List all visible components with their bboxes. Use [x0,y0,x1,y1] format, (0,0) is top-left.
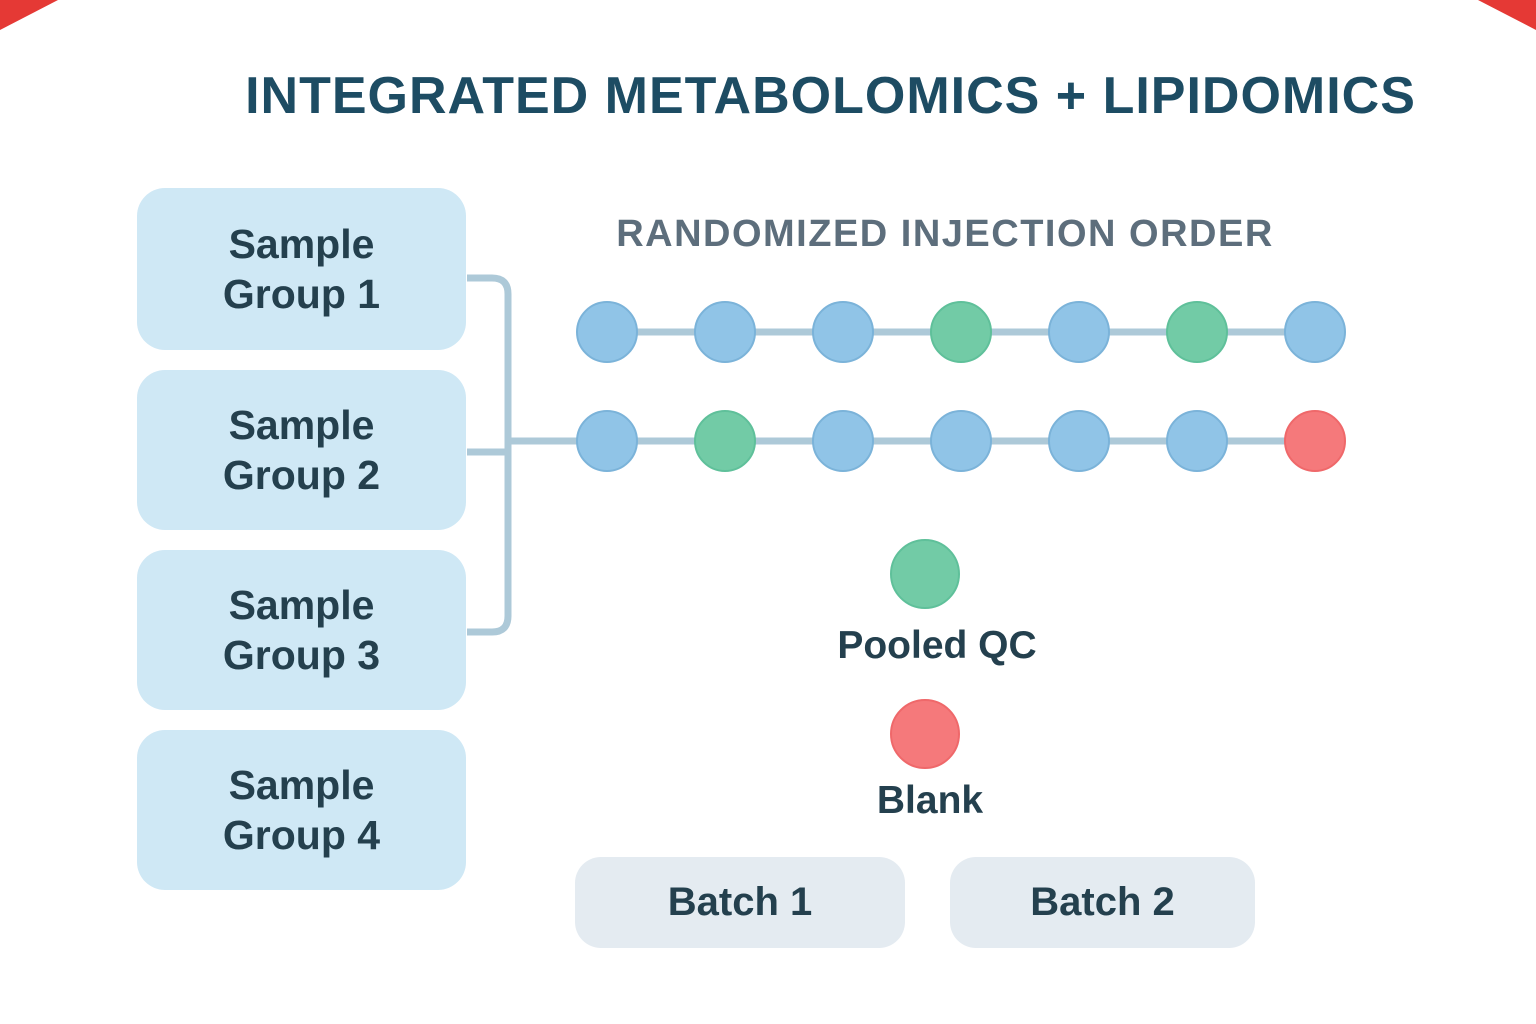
injection-dot-sample [576,301,638,363]
batch-2-label: Batch 2 [1030,880,1175,924]
batch-2-box: Batch 2 [950,857,1255,948]
batch-1-label: Batch 1 [667,880,813,924]
injection-dot-sample [576,410,638,472]
injection-dot-sample [812,301,874,363]
batch-1-box: Batch 1 [575,857,905,948]
sample-group-label-1: Sample Group 1 [222,221,381,317]
injection-dot-qc [930,301,992,363]
blank-dot-icon [890,699,960,769]
injection-dot-sample [1048,301,1110,363]
injection-dot-qc [1166,301,1228,363]
blank-label: Blank [876,779,984,822]
injection-dots [576,301,1346,472]
injection-dot-qc [694,410,756,472]
injection-dot-sample [1284,301,1346,363]
sample-group-box-4: Sample Group 4 [137,730,466,890]
injection-dot-sample [812,410,874,472]
sample-group-label-3: Sample Group 3 [222,582,381,678]
sample-group-box-3: Sample Group 3 [137,550,466,710]
sample-group-label-2: Sample Group 2 [222,402,381,498]
injection-order-heading: RANDOMIZED INJECTION ORDER [616,213,1274,255]
group-bracket-connector [467,274,512,636]
pooled-qc-dot-icon [890,539,960,609]
injection-dot-sample [694,301,756,363]
injection-dot-sample [930,410,992,472]
page-title: INTEGRATED METABOLOMICS + LIPIDOMICS [245,67,1416,125]
sample-group-box-2: Sample Group 2 [137,370,466,530]
injection-dot-sample [1166,410,1228,472]
pooled-qc-label: Pooled QC [837,624,1037,667]
injection-dot-blank [1284,410,1346,472]
injection-dot-sample [1048,410,1110,472]
sample-group-box-1: Sample Group 1 [137,188,466,350]
sample-group-label-4: Sample Group 4 [222,762,381,858]
